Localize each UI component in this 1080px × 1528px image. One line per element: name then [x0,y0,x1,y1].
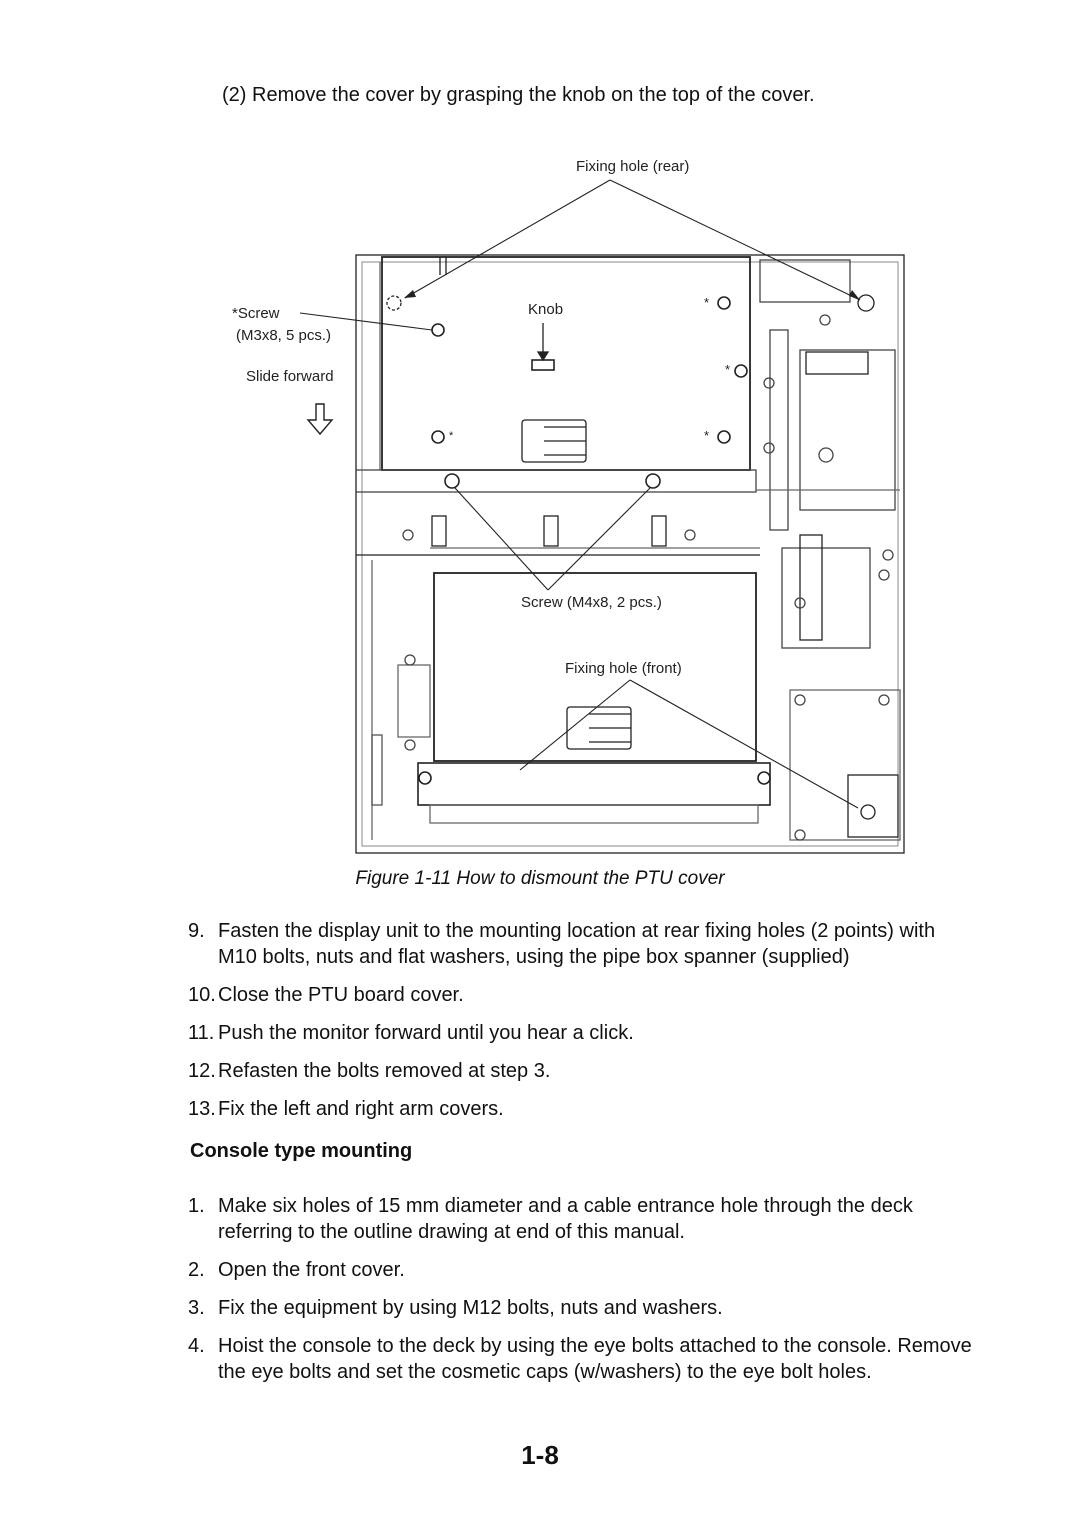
step-number: 2. [188,1259,205,1281]
step-text: Make six holes of 15 mm diameter and a c… [218,1195,913,1243]
step-number: 13. [188,1098,216,1120]
step-number: 4. [188,1335,205,1357]
label-screw-m3: *Screw [232,305,280,322]
step-number: 3. [188,1297,205,1319]
steps-list-console: 1. Make six holes of 15 mm diameter and … [188,1193,978,1385]
step-text: Close the PTU board cover. [218,984,464,1006]
step-text: Push the monitor forward until you hear … [218,1022,634,1044]
upper-ptu-cover [381,256,751,471]
asterisk-mark: * [704,428,710,443]
list-item: 11. Push the monitor forward until you h… [188,1020,978,1046]
step-number: 10. [188,984,216,1006]
step-text: Fix the equipment by using M12 bolts, nu… [218,1297,723,1319]
list-item: 9. Fasten the display unit to the mounti… [188,918,978,970]
lower-ptu-cover [433,572,757,762]
step-number: 11. [188,1022,215,1044]
label-slide-forward: Slide forward [246,368,334,385]
intro-step: (2)Remove the cover by grasping the knob… [222,84,815,107]
step-number: 9. [188,920,205,942]
list-item: 12. Refasten the bolts removed at step 3… [188,1058,978,1084]
steps-list-display-unit: 9. Fasten the display unit to the mounti… [188,918,978,1122]
asterisk-mark: * [725,362,731,377]
label-fixing-hole-rear: Fixing hole (rear) [576,158,690,175]
step-number: 12. [188,1060,216,1082]
screw-icon [431,296,748,444]
step-text: Fix the left and right arm covers. [218,1098,504,1120]
chassis-outline [355,254,905,854]
list-item: 3. Fix the equipment by using M12 bolts,… [188,1295,978,1321]
step-text: Hoist the console to the deck by using t… [218,1335,972,1383]
asterisk-mark: * [449,430,454,442]
intro-step-text: Remove the cover by grasping the knob on… [252,84,815,106]
m4-screw-icon [418,473,771,785]
list-item: 10. Close the PTU board cover. [188,982,978,1008]
step-text: Fasten the display unit to the mounting … [218,920,936,968]
asterisk-mark: * [704,295,710,310]
label-screw-m3-spec: (M3x8, 5 pcs.) [236,327,332,344]
step-text: Refasten the bolts removed at step 3. [218,1060,551,1082]
knob-icon [531,359,555,371]
list-item: 2. Open the front cover. [188,1257,978,1283]
intro-step-number: (2) [222,84,247,106]
label-knob: Knob [528,301,564,318]
step-text: Open the front cover. [218,1259,405,1281]
ptu-cover-drawing [299,179,905,854]
figure-caption: Figure 1-11 How to dismount the PTU cove… [355,868,725,889]
list-item: 1. Make six holes of 15 mm diameter and … [188,1193,978,1245]
list-item: 4. Hoist the console to the deck by usin… [188,1333,978,1385]
page-number: 1-8 [521,1440,559,1470]
slide-forward-arrow-icon [306,403,334,436]
step-number: 1. [188,1195,205,1217]
list-item: 13. Fix the left and right arm covers. [188,1096,978,1122]
section-heading: Console type mounting [190,1140,413,1162]
label-screw-m4: Screw (M4x8, 2 pcs.) [521,594,662,611]
label-fixing-hole-front: Fixing hole (front) [565,660,682,677]
